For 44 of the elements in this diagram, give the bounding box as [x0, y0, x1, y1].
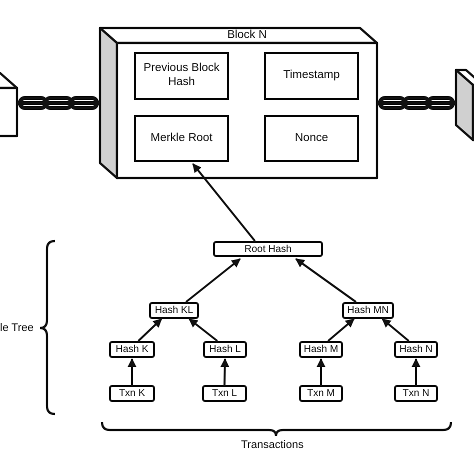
box-label: Txn N: [402, 388, 430, 399]
hash-box: [203, 341, 247, 358]
box-label: Hash N: [399, 344, 433, 355]
arrow: [220, 358, 230, 386]
arrow: [188, 318, 218, 342]
box-label: Merkle Root: [150, 132, 212, 146]
hash-box: [299, 385, 343, 402]
hash-box: [299, 341, 343, 358]
field-box: [134, 52, 229, 100]
arrow: [192, 163, 256, 242]
field-box: [264, 52, 359, 100]
arrow: [412, 358, 420, 385]
arrow: [316, 358, 326, 385]
box-label: Previous Block Hash: [142, 62, 221, 90]
field-box: [264, 115, 359, 162]
brace-label: le Tree: [0, 322, 34, 334]
hash-box: [394, 341, 438, 358]
hash-box: [149, 302, 199, 319]
arrow: [295, 258, 357, 303]
box-label: Nonce: [294, 132, 328, 146]
hash-box: [213, 241, 323, 257]
field-box: [134, 115, 229, 162]
box-label: Txn M: [307, 388, 335, 399]
hash-box: [394, 385, 438, 402]
hash-box: [109, 385, 155, 402]
box-label: Txn K: [118, 388, 146, 399]
hash-box: [109, 341, 155, 358]
hash-box: [342, 302, 394, 319]
arrow: [138, 318, 162, 342]
box-label: Hash L: [209, 344, 241, 355]
box-label: Timestamp: [283, 69, 340, 83]
box-label: Hash MN: [347, 305, 389, 316]
box-label: Txn L: [212, 388, 237, 399]
box-label: Root Hash: [244, 244, 292, 254]
brace-label: Transactions: [241, 439, 304, 451]
arrow: [382, 318, 410, 342]
box-label: Hash K: [116, 344, 148, 355]
box-label: Hash M: [304, 344, 338, 355]
box-label: Hash KL: [154, 305, 194, 316]
arrow: [327, 318, 355, 342]
arrow: [128, 358, 136, 385]
block-title: Block N: [226, 29, 268, 41]
arrow: [185, 258, 241, 303]
hash-box: [202, 385, 247, 402]
